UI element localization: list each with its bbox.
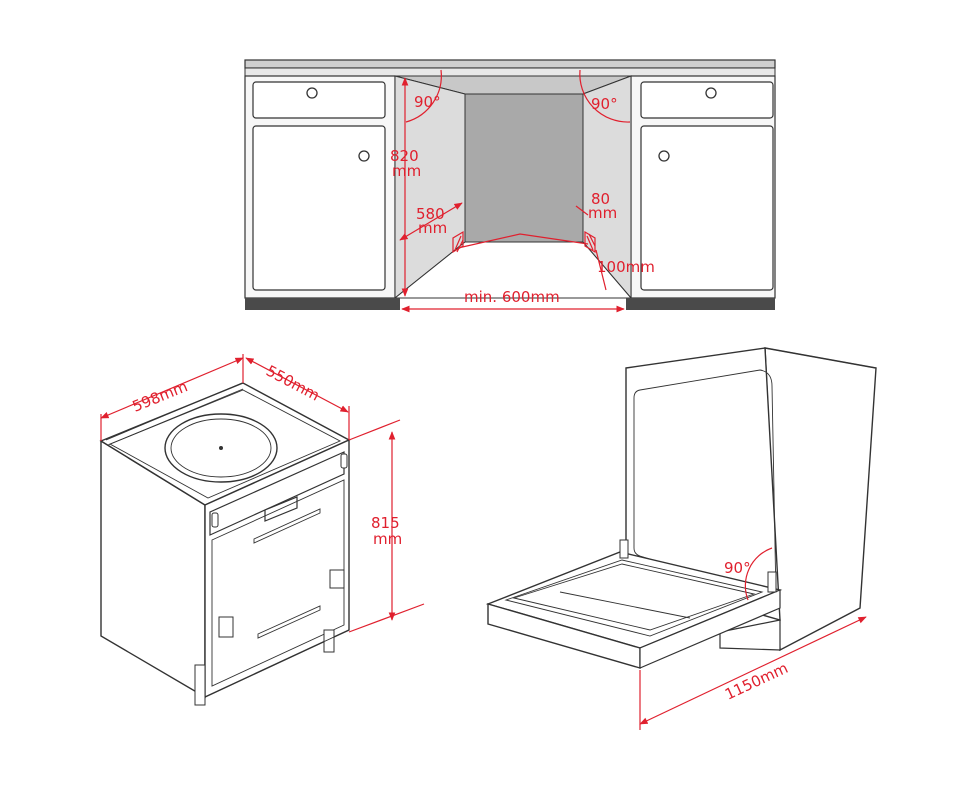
panel-knob-right: [340, 453, 348, 469]
door-angle-arc: [744, 547, 773, 601]
dishwasher-open-door: [485, 347, 877, 669]
width-dimension-line: [100, 357, 244, 419]
countertop: [244, 59, 776, 69]
door-slot-bottom: [257, 605, 321, 639]
body-top-edge: [764, 347, 877, 369]
open-body-side: [764, 347, 877, 652]
panel-knob-left: [211, 512, 219, 528]
niche-illustration: [244, 59, 776, 310]
angle-arc-right: [579, 69, 631, 123]
door-panel: [211, 479, 345, 687]
dishwasher-base-line: [204, 629, 350, 698]
door-angle-label: 90°: [724, 559, 751, 577]
front-foot-left: [194, 664, 206, 706]
bracket-left: [218, 616, 234, 638]
plinth-notch-right: [584, 230, 596, 254]
plinth-depth-label: 100mm: [597, 258, 655, 276]
spray-arm-inner: [170, 418, 272, 478]
left-cabinet-door: [252, 125, 386, 291]
niche-angle-right-label: 90°: [591, 95, 618, 113]
plinth-height-leader: [575, 205, 589, 216]
left-drawer: [252, 81, 386, 119]
niche-depth-value: 580: [416, 205, 445, 223]
total-depth-line: [639, 616, 867, 725]
tub-opening: [633, 369, 777, 599]
angle-arc-left: [405, 69, 442, 123]
right-door-knob: [658, 150, 670, 162]
height-ext-top: [348, 419, 401, 441]
left-plinth: [245, 298, 400, 310]
niche-back-wall: [464, 93, 584, 243]
plinth-height-value: 80: [591, 190, 610, 208]
dishwasher-isometric: [99, 382, 351, 706]
door-inner-panel: [504, 559, 764, 637]
hinge-right: [767, 571, 777, 593]
right-drawer: [640, 81, 774, 119]
control-panel: [209, 451, 345, 536]
right-cabinet-door: [640, 125, 774, 291]
countertop-edge: [244, 67, 776, 77]
door-slot-top: [253, 508, 321, 544]
right-plinth: [626, 298, 775, 310]
total-depth-label: 1150mm: [722, 659, 791, 704]
depth-dimension-line: [245, 357, 349, 413]
left-door-knob: [358, 150, 370, 162]
right-drawer-knob: [705, 87, 717, 99]
niche-depth-unit: mm: [418, 219, 447, 237]
door-tray-divider: [559, 591, 691, 619]
hinge-left: [619, 539, 629, 559]
niche-floor-line: [457, 233, 589, 249]
plinth-height-unit: mm: [588, 204, 617, 222]
plinth-depth-leader: [595, 249, 607, 291]
height-value-label: 815: [371, 514, 400, 532]
front-foot-right: [323, 629, 335, 653]
bracket-right: [329, 569, 345, 589]
niche-height-unit: mm: [392, 162, 421, 180]
niche-width-label: min. 600mm: [464, 288, 560, 306]
left-drawer-knob: [306, 87, 318, 99]
niche-height-value: 820: [390, 147, 419, 165]
door-inner-tray: [512, 563, 756, 631]
niche-dimensions: 90° 90° 820 mm 580 mm 80 mm 100mm min. 6…: [390, 69, 655, 313]
height-ext-bottom: [348, 603, 425, 633]
height-unit-label: mm: [373, 530, 402, 548]
niche-angle-left-label: 90°: [414, 93, 441, 111]
spray-arm-center: [219, 446, 223, 450]
niche-depth-line: [399, 202, 463, 241]
